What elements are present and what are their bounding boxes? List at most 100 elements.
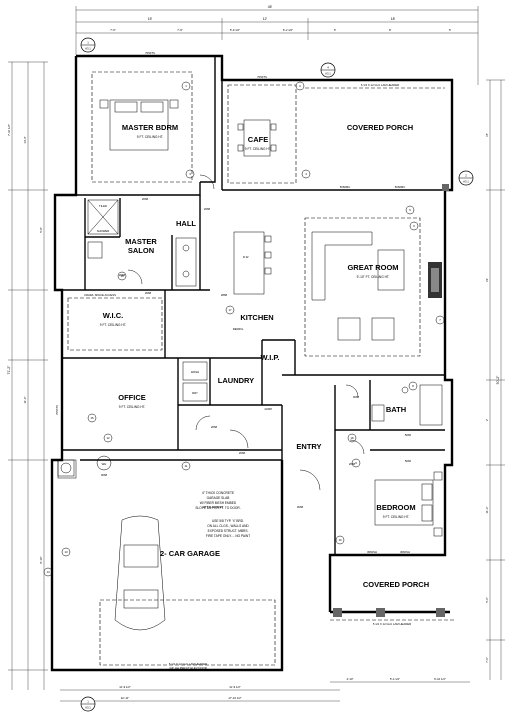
room-master-salon-line2: SALON	[128, 246, 154, 255]
room-master-bdrm-name: MASTER BDRM	[122, 123, 178, 132]
label-header-garage-2: 3/4" HH PER FT ELEV DOOR	[169, 666, 206, 670]
room-wic-name: W.I.C.	[103, 311, 123, 320]
garage-note-3: W/ FIBER MESH EMBED	[200, 501, 237, 505]
svg-text:A3.1: A3.1	[85, 47, 91, 51]
code-win-7: 7050TS	[55, 405, 59, 415]
interior-walls	[62, 56, 445, 555]
room-entry-name: ENTRY	[296, 442, 321, 451]
svg-text:18: 18	[350, 436, 354, 440]
code-win-1: 7050TS	[145, 51, 155, 55]
shower	[87, 199, 119, 235]
marker-13: 13	[61, 547, 71, 557]
exterior-walls	[50, 54, 454, 672]
code-win-6: 3060SH	[400, 550, 410, 554]
svg-text:5: 5	[409, 208, 411, 212]
room-laundry-name: LAUNDRY	[218, 376, 254, 385]
garage-note-5: USE 5/8 TYP. 'X' BRD.	[212, 519, 244, 523]
marker-4: 4	[301, 169, 311, 179]
dim-top-1: 15'	[148, 17, 153, 21]
laundry-machines	[182, 361, 208, 402]
dim-bot-6: 22'-11"	[121, 696, 129, 700]
label-attic: ATTIC ACCESS	[203, 505, 223, 509]
code-door-8: 3068	[353, 395, 360, 399]
dim-sub-7: 5'	[449, 28, 452, 32]
svg-text:16: 16	[120, 274, 124, 278]
room-office-ceiling: 9 FT. CEILING HT.	[119, 405, 146, 409]
svg-text:1: 1	[87, 41, 89, 45]
dim-top-3: 18'	[391, 17, 396, 21]
code-win-8: 5060	[405, 433, 412, 437]
dim-left-2: 14'-4"	[23, 136, 27, 143]
section-marker-right: 2 A3.1	[458, 170, 474, 186]
svg-text:17: 17	[228, 308, 232, 312]
code-door-2: 2668	[204, 207, 211, 211]
room-hall-name: HALL	[176, 219, 196, 228]
bed-bedroom	[374, 471, 443, 537]
room-covered-porch-bottom: COVERED PORCH	[363, 580, 429, 589]
svg-text:15: 15	[90, 416, 94, 420]
marker-14: 14	[43, 567, 53, 577]
code-door-1: 2668	[142, 197, 149, 201]
room-master-salon-line1: MASTER	[125, 237, 157, 246]
room-master-bdrm-ceiling: 9 FT. CEILING HT.	[137, 135, 164, 139]
dim-sub-3: 5'-9 1/2"	[230, 28, 240, 32]
dim-right-6: 7'-6"	[485, 657, 489, 663]
garage-note-2: GARAGE SLAB	[207, 496, 230, 500]
svg-text:13: 13	[64, 550, 68, 554]
label-tiled: TILED	[99, 204, 107, 208]
dim-left-6: 8'-10"	[39, 556, 43, 563]
dim-right-2: 23'	[485, 278, 489, 282]
garage-note-4: SLOPE 1/8 PER FT. TO DOOR.	[195, 506, 240, 510]
ac-unit	[57, 459, 75, 477]
dim-left-4: 71'-2"	[7, 365, 11, 374]
code-door-9: 2068	[239, 451, 246, 455]
dim-bot-3: 4'-10"	[346, 677, 353, 681]
label-header-porch: 5 1/4 X 12 GLU LAM HEADER	[373, 622, 411, 626]
code-door-11: 11068	[264, 407, 272, 411]
svg-text:8: 8	[412, 384, 414, 388]
bed-master	[99, 99, 179, 151]
code-win-2: 7050TS	[257, 75, 267, 79]
room-kitchen-name: KITCHEN	[240, 313, 273, 322]
garage-note-7: EXPOSED STRUCT. MBRS.	[208, 529, 249, 533]
dim-sub-1: 7'-6"	[110, 28, 116, 32]
dim-sub-4: 6'-2 1/2"	[283, 28, 293, 32]
code-win-5: 3060SH	[367, 550, 377, 554]
marker-5: 5	[405, 205, 415, 215]
label-wash: WASH	[191, 370, 199, 374]
room-garage-name: 2- CAR GARAGE	[160, 549, 220, 558]
dim-top-2: 12'	[263, 17, 268, 21]
marker-2: 2	[295, 81, 305, 91]
dim-bot-2: 11'-9 1/2"	[229, 685, 241, 689]
marker-9: 9	[351, 458, 361, 468]
room-great-room-name: GREAT ROOM	[347, 263, 398, 272]
room-bedroom-name: BEDROOM	[376, 503, 415, 512]
code-door-10: 2068	[211, 425, 218, 429]
svg-text:4: 4	[305, 172, 307, 176]
room-bath-name: BATH	[386, 405, 406, 414]
svg-text:1: 1	[185, 84, 187, 88]
ceiling-outlines	[67, 71, 455, 666]
marker-11: 11	[181, 461, 191, 471]
room-covered-porch-top: COVERED PORCH	[347, 123, 413, 132]
dim-right-7: 50'-2"	[496, 375, 500, 384]
room-bedroom-ceiling: 9 FT. CEILING HT.	[383, 515, 410, 519]
porch-posts	[333, 184, 449, 617]
section-marker-mid: 4 A3.1	[320, 62, 336, 78]
code-win-4: 5060MU	[395, 185, 406, 189]
code-door-4: 2668	[145, 291, 152, 295]
code-door-3: 2668	[119, 273, 126, 277]
section-marker-bottom: 1 A3.1	[80, 696, 96, 712]
code-door-7: 3068	[297, 505, 304, 509]
svg-text:2: 2	[299, 84, 301, 88]
master-vanity	[87, 237, 197, 287]
svg-text:9: 9	[355, 461, 357, 465]
marker-10: 10	[335, 535, 345, 545]
svg-text:A3.1: A3.1	[463, 180, 469, 184]
code-win-9: 5060	[405, 459, 412, 463]
svg-text:10: 10	[338, 538, 342, 542]
garage-note-1: 4" THICK CONCRETE	[202, 491, 234, 495]
dim-bot-1: 11'-9 1/2"	[119, 685, 131, 689]
dim-right-1: 15'	[485, 133, 489, 137]
